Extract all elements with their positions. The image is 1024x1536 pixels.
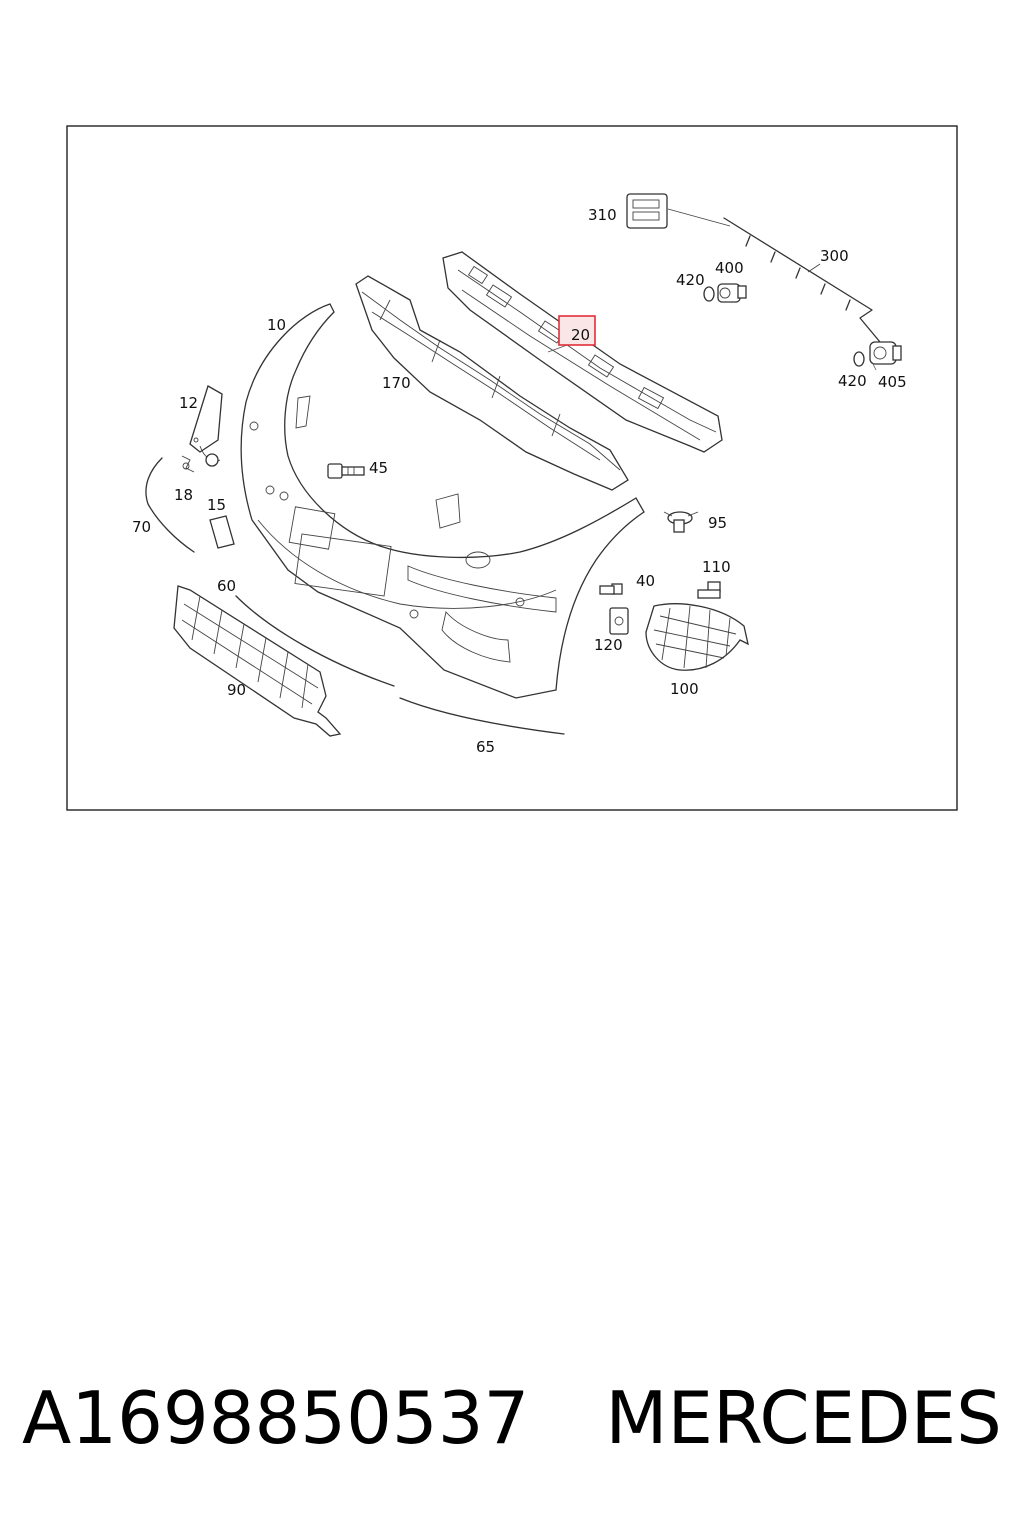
callout-400: 400 [715,259,744,277]
callout-300: 300 [820,247,849,265]
part-300-wiring-harness [723,217,881,343]
part-10-bumper-cover [240,303,645,699]
callout-40: 40 [636,572,655,590]
callout-18: 18 [174,486,193,504]
callout-45: 45 [369,459,388,477]
callout-170: 170 [382,374,411,392]
callout-70: 70 [132,518,151,536]
callout-120: 120 [594,636,623,654]
callout-110: 110 [702,558,731,576]
callout-60: 60 [217,577,236,595]
part-90-center-grille [173,585,342,737]
callout-20-highlight [558,315,596,346]
part-110-bolt [697,581,721,599]
part-100-side-grille [645,603,749,671]
callout-20: 20 [571,326,590,344]
callout-15: 15 [207,496,226,514]
part-120-nut-clip [609,607,629,635]
part-65-trim-strip [399,697,565,735]
part-number: A1698850537 [22,1376,530,1460]
callout-405: 405 [878,373,907,391]
part-45-bolt [327,463,365,479]
part-12-tow-hook-cover [189,385,223,467]
callout-420-top: 420 [676,271,705,289]
part-40-bolt [599,583,623,595]
callout-10: 10 [267,316,286,334]
part-405-parking-sensor [853,341,902,367]
callout-420-bottom: 420 [838,372,867,390]
part-15-cap [209,515,235,549]
callout-90: 90 [227,681,246,699]
callout-65: 65 [476,738,495,756]
callout-12: 12 [179,394,198,412]
brand-name: MERCEDES [605,1376,1002,1460]
callout-95: 95 [708,514,727,532]
part-18-clip [181,455,195,473]
part-310-bracket [626,193,731,229]
part-170-support-bracket [355,275,629,491]
part-95-clip [663,511,699,533]
part-70-trim-strip [145,457,195,553]
diagram-frame [66,125,958,811]
callout-310: 310 [588,206,617,224]
part-20-impact-absorber [442,251,723,453]
part-60-trim-strip [235,595,395,687]
part-caption: A1698850537 MERCEDES [22,1368,1012,1478]
part-400-parking-sensor [703,283,747,303]
callout-100: 100 [670,680,699,698]
